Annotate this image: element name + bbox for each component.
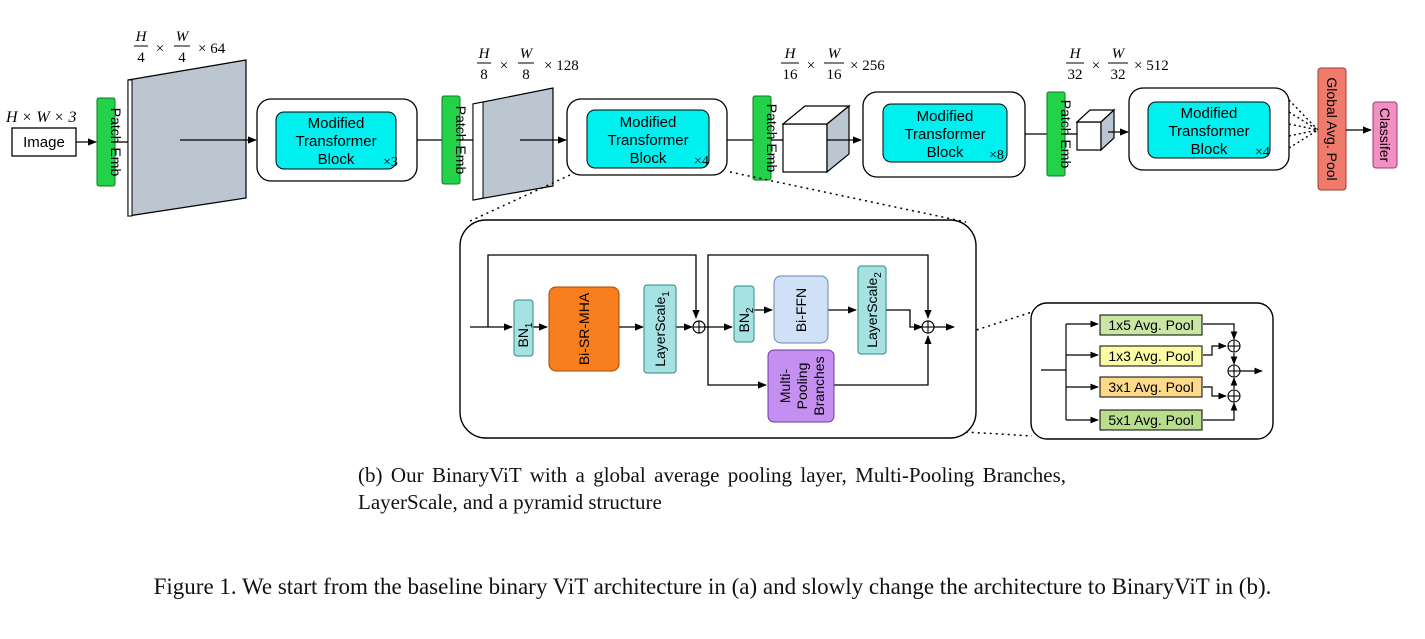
svg-text:Modified: Modified bbox=[620, 114, 677, 131]
stage-4-dimension: H 32 × W 32 × 512 bbox=[1066, 46, 1169, 83]
feature-map-stage-3 bbox=[781, 104, 851, 174]
layerscale1-block: LayerScale1 bbox=[643, 284, 677, 374]
svg-text:Bi-FFN: Bi-FFN bbox=[793, 288, 809, 332]
svg-text:BN2: BN2 bbox=[736, 307, 756, 332]
svg-text:Branches: Branches bbox=[811, 356, 827, 415]
svg-text:8: 8 bbox=[480, 67, 488, 83]
svg-text:1x5 Avg. Pool: 1x5 Avg. Pool bbox=[1108, 317, 1193, 333]
svg-text:W: W bbox=[1112, 46, 1126, 62]
svg-text:Transformer: Transformer bbox=[607, 132, 688, 149]
pooling-branches-detail: 1x5 Avg. Pool 1x3 Avg. Pool 3x1 Avg. Poo… bbox=[1030, 302, 1274, 440]
svg-text:Bi-SR-MHA: Bi-SR-MHA bbox=[576, 292, 592, 365]
svg-text:×: × bbox=[807, 58, 815, 74]
repeat-count-stage-1: ×3 bbox=[383, 155, 398, 170]
svg-text:16: 16 bbox=[783, 67, 799, 83]
transformer-block-detail: BN1 Bi-SR-MHA LayerScale1 BN2 Bi-FFN bbox=[459, 219, 977, 439]
transformer-stage-1: Modified Transformer Block ×3 bbox=[256, 98, 418, 182]
svg-text:LayerScale2: LayerScale2 bbox=[864, 272, 884, 348]
svg-text:H: H bbox=[135, 29, 148, 45]
svg-text:Block: Block bbox=[318, 151, 355, 168]
svg-text:W: W bbox=[176, 29, 190, 45]
svg-text:LayerScale1: LayerScale1 bbox=[652, 291, 672, 367]
patch-embedding-3: Patch Emb bbox=[752, 95, 780, 181]
svg-text:4: 4 bbox=[137, 50, 145, 66]
layerscale2-block: LayerScale2 bbox=[857, 265, 887, 355]
svg-text:Block: Block bbox=[927, 144, 964, 161]
pool-branch-3x1: 3x1 Avg. Pool bbox=[1099, 376, 1203, 398]
svg-text:× 64: × 64 bbox=[198, 41, 226, 57]
image-label: Image bbox=[23, 134, 65, 151]
repeat-count-stage-3: ×8 bbox=[989, 148, 1004, 163]
zoom-indicator-lines bbox=[467, 171, 1033, 437]
bn2-block: BN2 bbox=[733, 285, 756, 343]
attention-block: Bi-SR-MHA bbox=[548, 286, 620, 372]
svg-text:Transformer: Transformer bbox=[1168, 123, 1249, 140]
svg-text:Global Avg. Pool: Global Avg. Pool bbox=[1324, 77, 1340, 180]
transformer-stage-3: Modified Transformer Block ×8 bbox=[862, 91, 1026, 178]
svg-text:32: 32 bbox=[1111, 67, 1126, 83]
svg-text:×: × bbox=[500, 58, 508, 74]
svg-text:5x1 Avg. Pool: 5x1 Avg. Pool bbox=[1108, 412, 1193, 428]
svg-text:H × W × 3: H × W × 3 bbox=[5, 109, 76, 126]
svg-text:Block: Block bbox=[1191, 141, 1228, 158]
svg-text:W: W bbox=[520, 46, 534, 62]
svg-text:Modified: Modified bbox=[1181, 105, 1238, 122]
svg-text:Modified: Modified bbox=[308, 115, 365, 132]
svg-text:BN1: BN1 bbox=[515, 322, 535, 347]
input-dimension-label: H × W × 3 bbox=[5, 109, 76, 126]
transformer-stage-2: Modified Transformer Block ×4 bbox=[566, 98, 728, 176]
feature-map-stage-1 bbox=[127, 59, 247, 217]
svg-text:W: W bbox=[828, 46, 842, 62]
svg-text:16: 16 bbox=[827, 67, 843, 83]
pool-branch-5x1: 5x1 Avg. Pool bbox=[1099, 409, 1203, 431]
stage-3-dimension: H 16 × W 16 × 256 bbox=[781, 46, 885, 83]
svg-text:32: 32 bbox=[1068, 67, 1083, 83]
svg-text:×: × bbox=[1092, 58, 1100, 74]
svg-text:1x3 Avg. Pool: 1x3 Avg. Pool bbox=[1108, 348, 1193, 364]
repeat-count-stage-2: ×4 bbox=[694, 154, 709, 169]
feature-map-stage-4 bbox=[1075, 108, 1116, 152]
svg-text:Transformer: Transformer bbox=[295, 133, 376, 150]
svg-text:Block: Block bbox=[630, 150, 667, 167]
svg-text:× 512: × 512 bbox=[1134, 58, 1169, 74]
image-input-box: Image bbox=[11, 127, 77, 157]
bn1-block: BN1 bbox=[513, 299, 535, 357]
pool-branch-1x3: 1x3 Avg. Pool bbox=[1099, 345, 1203, 367]
residual-add-2 bbox=[921, 320, 935, 334]
multi-pooling-branches-block: Multi- Pooling Branches bbox=[767, 349, 835, 423]
svg-text:Modified: Modified bbox=[917, 108, 974, 125]
svg-text:×: × bbox=[156, 41, 164, 57]
ffn-block: Bi-FFN bbox=[773, 275, 829, 344]
stage-1-dimension: H 4 × W 4 × 64 bbox=[134, 29, 226, 66]
svg-text:× 128: × 128 bbox=[544, 58, 579, 74]
subfigure-caption: (b) Our BinaryViT with a global average … bbox=[358, 463, 1066, 514]
svg-text:H: H bbox=[478, 46, 491, 62]
svg-text:H: H bbox=[1069, 46, 1082, 62]
svg-text:Patch Emb: Patch Emb bbox=[764, 104, 780, 173]
svg-text:4: 4 bbox=[178, 50, 186, 66]
pool-add-nodes bbox=[1227, 339, 1241, 403]
pool-branch-1x5: 1x5 Avg. Pool bbox=[1099, 314, 1203, 336]
svg-text:Multi-: Multi- bbox=[777, 369, 793, 404]
svg-text:Pooling: Pooling bbox=[794, 363, 810, 410]
repeat-count-stage-4: ×4 bbox=[1255, 145, 1270, 160]
svg-text:Transformer: Transformer bbox=[904, 126, 985, 143]
classifier-head: Classifer bbox=[1372, 101, 1398, 169]
transformer-stage-4: Modified Transformer Block ×4 bbox=[1128, 87, 1290, 171]
svg-text:Classifer: Classifer bbox=[1377, 108, 1393, 163]
svg-text:8: 8 bbox=[522, 67, 530, 83]
svg-text:3x1 Avg. Pool: 3x1 Avg. Pool bbox=[1108, 379, 1193, 395]
global-average-pool: Global Avg. Pool bbox=[1317, 67, 1347, 191]
figure-caption: Figure 1. We start from the baseline bin… bbox=[153, 574, 1272, 599]
token-fan-lines bbox=[1288, 99, 1319, 149]
residual-add-1 bbox=[692, 320, 706, 334]
stage-2-dimension: H 8 × W 8 × 128 bbox=[477, 46, 579, 83]
feature-map-stage-2 bbox=[472, 87, 554, 201]
svg-text:H: H bbox=[784, 46, 797, 62]
svg-text:× 256: × 256 bbox=[850, 58, 885, 74]
